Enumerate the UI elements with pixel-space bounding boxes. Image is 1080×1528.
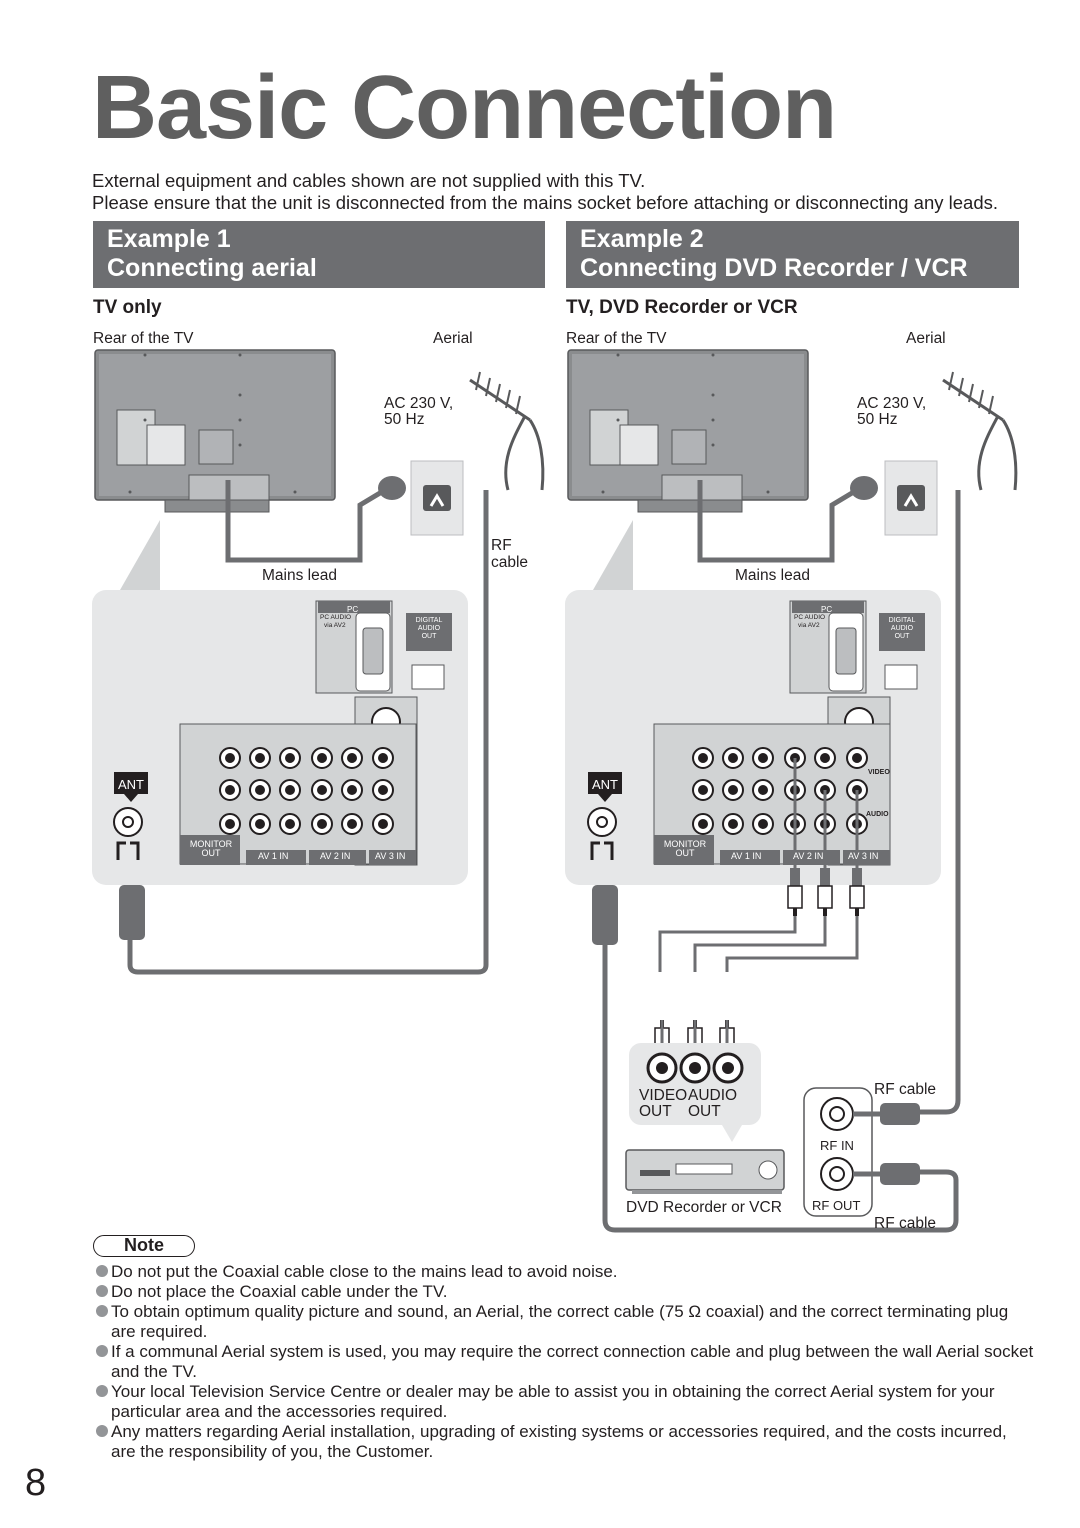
notes-list: Do not put the Coaxial cable close to th…	[96, 1262, 1036, 1462]
bullet-icon	[96, 1425, 108, 1437]
ex1-rf-label-1: RF	[491, 537, 512, 554]
bullet-icon	[96, 1305, 108, 1317]
ex2-ac-label-2: 50 Hz	[857, 411, 898, 428]
audio-out-label: AUDIO OUT	[688, 1087, 738, 1120]
rf-in-label: RF IN	[820, 1138, 854, 1153]
note-item: Any matters regarding Aerial installatio…	[96, 1422, 1036, 1462]
example-1-diagram	[92, 349, 545, 975]
ex2-av3-label: AV 3 IN	[848, 851, 879, 861]
example-1-header: Example 1 Connecting aerial	[93, 221, 545, 288]
rf-cable-top-label: RF cable	[874, 1081, 937, 1098]
ex2-pc-audio-label: PC AUDIO	[794, 614, 826, 621]
ex1-rear-label: Rear of the TV	[93, 330, 194, 347]
note-item: To obtain optimum quality picture and so…	[96, 1302, 1036, 1342]
ex1-av2-label: AV 2 IN	[320, 851, 351, 861]
ex1-ant-label: ANT	[118, 777, 144, 792]
ex2-pc-label: PC	[821, 605, 833, 614]
ex1-av3-label: AV 3 IN	[375, 851, 406, 861]
intro-line-2: Please ensure that the unit is disconnec…	[92, 192, 999, 213]
ex2-video-jack-label: VIDEO	[868, 769, 890, 776]
intro-line-1: External equipment and cables shown are …	[92, 170, 646, 191]
ex2-ac-label-1: AC 230 V,	[857, 395, 927, 412]
example-2-header: Example 2 Connecting DVD Recorder / VCR	[566, 221, 1019, 288]
bullet-icon	[96, 1345, 108, 1357]
connection-diagram	[92, 349, 1018, 1233]
note-item: If a communal Aerial system is used, you…	[96, 1342, 1036, 1382]
example-2-subtitle: TV, DVD Recorder or VCR	[566, 297, 798, 318]
ex2-aerial-label: Aerial	[906, 330, 946, 347]
example-2-subheading: Connecting DVD Recorder / VCR	[580, 254, 968, 282]
bullet-icon	[96, 1265, 108, 1277]
video-out-label: VIDEO OUT	[639, 1087, 688, 1120]
example-2-diagram	[565, 349, 1018, 1233]
page-number: 8	[25, 1462, 47, 1504]
ex1-via-av2-label: via AV2	[324, 622, 346, 629]
ex2-av2-label: AV 2 IN	[793, 851, 824, 861]
ex1-pc-label: PC	[347, 605, 359, 614]
example-1-subheading: Connecting aerial	[107, 254, 317, 282]
ex2-rear-label: Rear of the TV	[566, 330, 667, 347]
note-item: Do not place the Coaxial cable under the…	[96, 1282, 1036, 1302]
example-1-subtitle: TV only	[93, 297, 162, 318]
note-item: Your local Television Service Centre or …	[96, 1382, 1036, 1422]
ex2-audio-jack-label: AUDIO	[866, 811, 889, 818]
bullet-icon	[96, 1385, 108, 1397]
ex1-av1-label: AV 1 IN	[258, 851, 289, 861]
ex1-ac-label-2: 50 Hz	[384, 411, 425, 428]
ex2-ant-label: ANT	[592, 777, 618, 792]
note-item: Do not put the Coaxial cable close to th…	[96, 1262, 1036, 1282]
page-title: Basic Connection	[92, 58, 837, 158]
example-1-heading: Example 1	[107, 225, 231, 253]
ex2-mains-label: Mains lead	[735, 567, 810, 584]
ex1-aerial-label: Aerial	[433, 330, 473, 347]
ex1-pc-audio-label: PC AUDIO	[320, 614, 352, 621]
ex2-via-av2-label: via AV2	[798, 622, 820, 629]
bullet-icon	[96, 1285, 108, 1297]
note-label: Note	[93, 1235, 195, 1257]
ex1-rf-label-2: cable	[491, 554, 529, 571]
rf-cable-bottom-label: RF cable	[874, 1215, 937, 1232]
ex1-mains-label: Mains lead	[262, 567, 337, 584]
device-label: DVD Recorder or VCR	[626, 1199, 782, 1216]
ex1-ac-label-1: AC 230 V,	[384, 395, 454, 412]
example-2-heading: Example 2	[580, 225, 704, 253]
rf-out-label: RF OUT	[812, 1198, 861, 1213]
ex2-av1-label: AV 1 IN	[731, 851, 762, 861]
